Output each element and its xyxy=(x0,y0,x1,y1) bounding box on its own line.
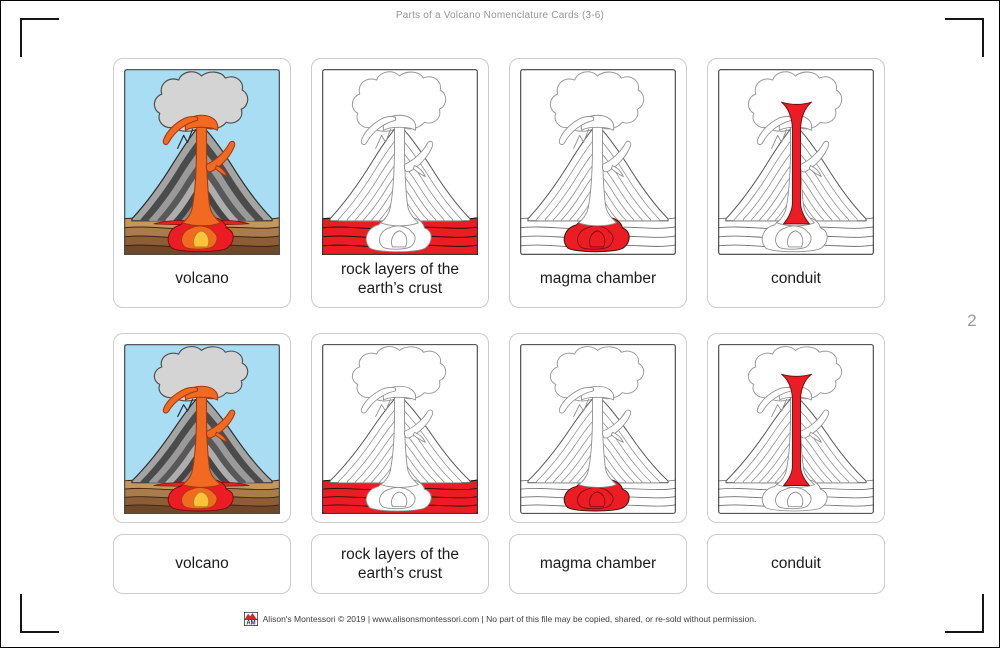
picture-card-volcano xyxy=(113,333,291,523)
footer: AM Alison's Montessori © 2019 | www.alis… xyxy=(1,612,999,626)
page-title: Parts of a Volcano Nomenclature Cards (3… xyxy=(395,10,605,21)
label-card-conduit: conduit xyxy=(707,534,885,594)
card-label: rock layers of the earth’s crust xyxy=(340,545,460,582)
footer-text: Alison's Montessori © 2019 | www.alisons… xyxy=(262,614,757,624)
card-label: magma chamber xyxy=(539,270,657,288)
label-card-magma-chamber: magma chamber xyxy=(509,534,687,594)
page-number: 2 xyxy=(967,311,977,330)
picture-card-conduit xyxy=(707,333,885,523)
svg-text:AM: AM xyxy=(246,621,255,626)
labeled-card-conduit: conduit xyxy=(707,58,885,308)
volcano-conduit-highlight-illustration xyxy=(718,344,874,514)
card-label: magma chamber xyxy=(539,555,657,573)
picture-card-magma-chamber xyxy=(509,333,687,523)
card-label: volcano xyxy=(175,270,229,288)
label-card-volcano: volcano xyxy=(113,534,291,594)
card-label: rock layers of the earth’s crust xyxy=(340,260,460,297)
volcano-color-illustration xyxy=(124,344,280,514)
card-label: volcano xyxy=(175,555,229,573)
card-label: conduit xyxy=(771,270,821,288)
volcano-color-illustration xyxy=(124,69,280,255)
picture-card-rock-layers xyxy=(311,333,489,523)
crop-mark-bottom-right xyxy=(945,594,984,633)
volcano-magma-highlight-illustration xyxy=(520,69,676,255)
volcano-magma-highlight-illustration xyxy=(520,344,676,514)
label-card-rock-layers: rock layers of the earth’s crust xyxy=(311,534,489,594)
volcano-crust-highlight-illustration xyxy=(322,69,478,255)
volcano-crust-highlight-illustration xyxy=(322,344,478,514)
labeled-card-volcano: volcano xyxy=(113,58,291,308)
labeled-card-magma-chamber: magma chamber xyxy=(509,58,687,308)
labeled-card-rock-layers: rock layers of the earth’s crust xyxy=(311,58,489,308)
crop-mark-top-right xyxy=(945,18,984,57)
card-label: conduit xyxy=(771,555,821,573)
volcano-conduit-highlight-illustration xyxy=(718,69,874,255)
alisons-montessori-logo: AM xyxy=(243,612,258,626)
crop-mark-bottom-left xyxy=(20,594,59,633)
crop-mark-top-left xyxy=(20,18,59,57)
